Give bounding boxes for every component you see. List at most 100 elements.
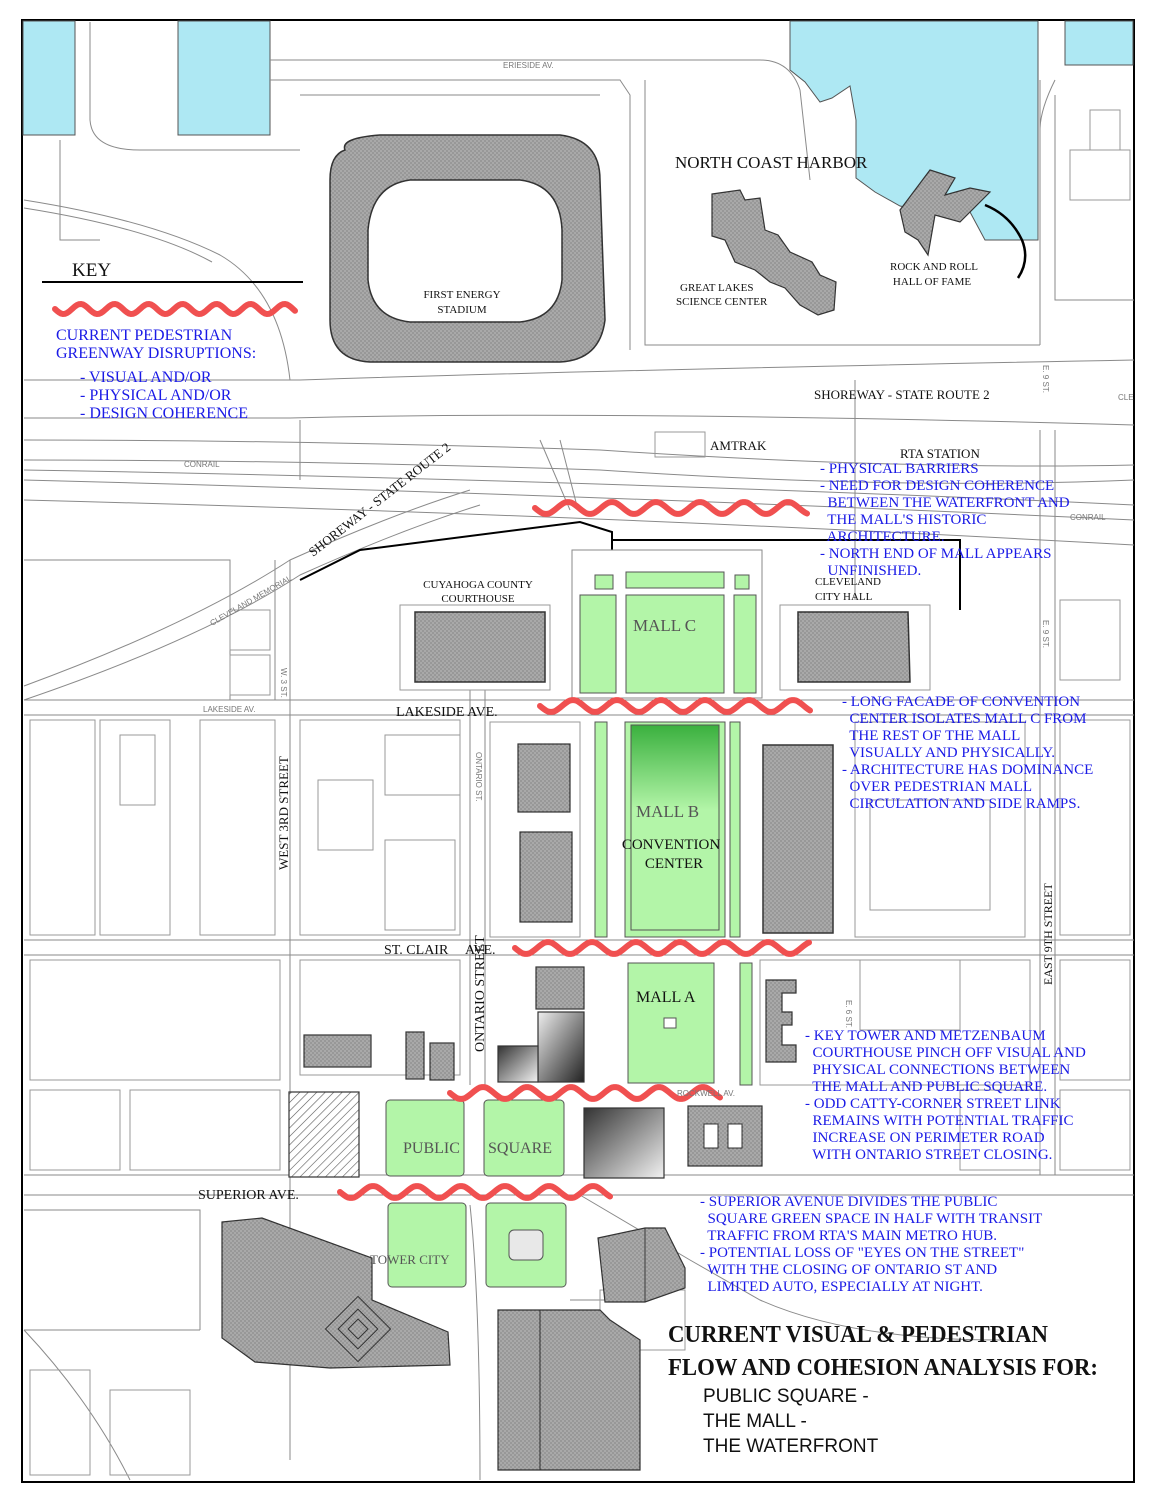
- note-superior-line-6: LIMITED AUTO, ESPECIALLY AT NIGHT.: [700, 1279, 983, 1295]
- disruption-key-tower: [447, 1084, 723, 1102]
- disruption-lines: [52, 300, 813, 1201]
- mall-c-area: [571, 549, 763, 699]
- note-convention-line-2: CENTER ISOLATES MALL C FROM: [842, 711, 1086, 727]
- city-hall-label-2: CITY HALL: [815, 591, 873, 603]
- title-subject-1: PUBLIC SQUARE -: [703, 1386, 869, 1407]
- key-legend-item-3: - DESIGN COHERENCE: [80, 405, 248, 422]
- note-convention-line-7: CIRCULATION AND SIDE RAMPS.: [842, 796, 1080, 812]
- note-keytower-line-5: - ODD CATTY-CORNER STREET LINK: [805, 1096, 1061, 1112]
- metzenbaum-courthouse: [765, 979, 797, 1063]
- courthouse-building: [414, 611, 546, 683]
- e9-top-label: E. 9 ST.: [1041, 365, 1050, 393]
- square-label: SQUARE: [488, 1140, 552, 1157]
- key-title: KEY: [72, 260, 111, 281]
- building-e9th-long: [762, 744, 834, 934]
- note-superior-line-3: TRAFFIC FROM RTA'S MAIN METRO HUB.: [700, 1228, 997, 1244]
- disruption-key-sample: [52, 300, 298, 318]
- building-outlines: [29, 109, 1131, 1476]
- disruption-lakeside: [537, 697, 813, 715]
- w3-small-label: W. 3 ST.: [279, 668, 288, 698]
- note-superior-line-5: WITH THE CLOSING OF ONTARIO ST AND: [700, 1262, 997, 1278]
- north-coast-harbor: [789, 20, 1039, 241]
- conrail-left-label: CONRAIL: [184, 460, 220, 469]
- amtrak-label: AMTRAK: [710, 438, 767, 453]
- note-keytower-line-6: REMAINS WITH POTENTIAL TRAFFIC: [805, 1113, 1073, 1129]
- square-tower-building: [583, 1107, 665, 1179]
- disruption-superior: [337, 1183, 613, 1201]
- note-north-line-1: - PHYSICAL BARRIERS: [820, 461, 979, 477]
- mall-b-label: MALL B: [636, 802, 699, 821]
- convention-center-label-2: CENTER: [645, 856, 703, 872]
- note-north-line-5: ARCHITECTURE.: [820, 529, 945, 545]
- note-convention-line-6: OVER PEDESTRIAN MALL: [842, 779, 1032, 795]
- rock-hall-building: [899, 169, 1027, 279]
- cle-right-label: CLE: [1118, 393, 1134, 402]
- courthouse-label-1: CUYAHOGA COUNTY: [423, 579, 533, 591]
- mall-a-label: MALL A: [636, 989, 696, 1006]
- st-clair-label: ST. CLAIR AVE.: [384, 943, 496, 958]
- mall-b-area: [594, 721, 741, 938]
- east-9th-label: EAST 9TH STREET: [1041, 883, 1055, 985]
- building-east-square: [687, 1105, 763, 1167]
- building-west-a: [303, 1034, 372, 1068]
- building-ontario-north: [517, 743, 571, 813]
- note-superior-line-1: - SUPERIOR AVENUE DIVIDES THE PUBLIC: [700, 1194, 997, 1210]
- city-hall-label-1: CLEVELAND: [815, 576, 881, 588]
- street-network: [23, 22, 1135, 1481]
- tower-city-complex: [221, 1217, 451, 1369]
- note-north-line-4: THE MALL'S HISTORIC: [820, 512, 986, 528]
- note-north-line-6: - NORTH END OF MALL APPEARS: [820, 546, 1051, 562]
- title-subject-2: THE MALL -: [703, 1411, 807, 1432]
- lakeside-label: LAKESIDE AVE.: [396, 705, 498, 720]
- note-keytower-line-8: WITH ONTARIO STREET CLOSING.: [805, 1147, 1052, 1163]
- west-3rd-label: WEST 3RD STREET: [276, 756, 291, 870]
- erieside-label: ERIESIDE AV.: [503, 61, 554, 70]
- ontario-label: ONTARIO STREET: [473, 935, 488, 1052]
- key-tower-building: [497, 1011, 585, 1083]
- rockwell-label: ROCKWELL AV.: [677, 1089, 735, 1098]
- note-keytower-line-2: COURTHOUSE PINCH OFF VISUAL AND: [805, 1045, 1086, 1061]
- public-label: PUBLIC: [403, 1140, 460, 1157]
- analysis-notes: - PHYSICAL BARRIERS - NEED FOR DESIGN CO…: [700, 461, 1093, 1295]
- note-keytower-line-1: - KEY TOWER AND METZENBAUM: [805, 1028, 1046, 1044]
- courthouse-label-2: COURTHOUSE: [441, 593, 515, 605]
- public-square-area: [385, 1099, 567, 1288]
- note-convention-line-4: VISUALLY AND PHYSICALLY.: [842, 745, 1055, 761]
- e9-mid-label: E. 9 ST.: [1041, 620, 1050, 648]
- ontario-small-label: ONTARIO ST.: [474, 752, 483, 802]
- stadium: [329, 134, 606, 363]
- terminal-tower: [324, 1295, 392, 1363]
- title-block: CURRENT VISUAL & PEDESTRIAN FLOW AND COH…: [668, 1322, 1098, 1457]
- note-keytower-line-4: THE MALL AND PUBLIC SQUARE.: [805, 1079, 1047, 1095]
- water-bodies: [22, 20, 1134, 241]
- disruption-st-clair: [512, 939, 812, 957]
- lakeside-small-label: LAKESIDE AV.: [203, 705, 255, 714]
- note-superior-line-2: SQUARE GREEN SPACE IN HALF WITH TRANSIT: [700, 1211, 1042, 1227]
- conrail-right-label: CONRAIL: [1070, 513, 1106, 522]
- mall-c-label: MALL C: [633, 616, 696, 635]
- key-legend-item-2: - PHYSICAL AND/OR: [80, 387, 232, 404]
- science-center-building: [711, 189, 837, 316]
- title-line-1: CURRENT VISUAL & PEDESTRIAN: [668, 1322, 1049, 1348]
- science-center-label-2: SCIENCE CENTER: [676, 296, 768, 308]
- building-west-c: [429, 1042, 455, 1081]
- note-keytower-line-3: PHYSICAL CONNECTIONS BETWEEN: [805, 1062, 1070, 1078]
- note-north-line-7: UNFINISHED.: [820, 563, 921, 579]
- note-convention-line-5: - ARCHITECTURE HAS DOMINANCE: [842, 762, 1093, 778]
- shoreway-top-label: SHOREWAY - STATE ROUTE 2: [814, 387, 990, 402]
- note-keytower-line-7: INCREASE ON PERIMETER ROAD: [805, 1130, 1045, 1146]
- key-legend-line-1: CURRENT PEDESTRIAN: [56, 327, 233, 344]
- title-line-2: FLOW AND COHESION ANALYSIS FOR:: [668, 1355, 1098, 1381]
- building-southeast: [597, 1227, 686, 1303]
- rta-station-label: RTA STATION: [900, 446, 980, 461]
- stadium-label-2: STADIUM: [437, 304, 486, 316]
- building-ontario-south: [519, 831, 573, 923]
- mall-a-area: [627, 962, 753, 1086]
- stadium-label-1: FIRST ENERGY: [423, 289, 500, 301]
- note-north-line-3: BETWEEN THE WATERFRONT AND: [820, 495, 1070, 511]
- building-west-b: [405, 1031, 425, 1080]
- superior-label: SUPERIOR AVE.: [198, 1188, 299, 1203]
- e6-label: E. 6 ST.: [844, 1000, 853, 1028]
